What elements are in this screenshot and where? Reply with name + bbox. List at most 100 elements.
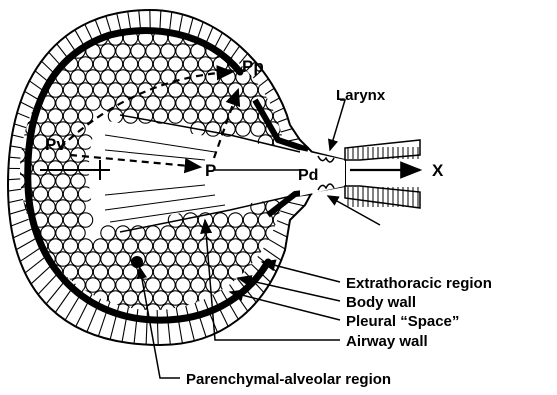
alveolus-circle: [146, 278, 160, 292]
alveolus-circle: [26, 44, 40, 58]
alveolus-circle: [123, 83, 137, 97]
alveolus-circle: [243, 31, 257, 45]
alveolus-circle: [41, 174, 55, 188]
label-pv: Pv: [45, 135, 66, 154]
alveolus-circle: [101, 70, 115, 84]
alveolus-circle: [11, 18, 25, 32]
label-larynx: Larynx: [336, 87, 386, 104]
alveolus-circle: [146, 252, 160, 266]
alveolus-circle: [228, 239, 242, 253]
alveolus-circle: [11, 70, 25, 84]
alveolus-circle: [206, 278, 220, 292]
alveolus-circle: [288, 317, 302, 331]
alveolus-circle: [236, 18, 250, 32]
alveolus-circle: [288, 57, 302, 71]
alveolus-circle: [243, 317, 257, 331]
alveolus-circle: [56, 252, 70, 266]
alveolus-circle: [48, 239, 62, 253]
alveolus-circle: [101, 278, 115, 292]
alveolus-circle: [48, 317, 62, 331]
alveolus-circle: [11, 44, 25, 58]
alveolus-circle: [78, 265, 92, 279]
label-p: P: [205, 161, 216, 180]
alveolus-circle: [123, 239, 137, 253]
alveolus-circle: [288, 83, 302, 97]
alveolus-circle: [198, 239, 212, 253]
label-pleural-space: Pleural “Space”: [346, 313, 459, 330]
alveolus-circle: [56, 18, 70, 32]
alveolus-circle: [48, 161, 62, 175]
alveolus-circle: [228, 213, 242, 227]
alveolus-dot: [131, 256, 143, 268]
alveolus-circle: [168, 83, 182, 97]
alveolus-circle: [281, 330, 295, 344]
alveolus-circle: [108, 57, 122, 71]
label-pd: Pd: [298, 167, 318, 184]
label-body-wall: Body wall: [346, 294, 416, 311]
alveolus-circle: [116, 278, 130, 292]
alveolus-circle: [86, 96, 100, 110]
label-parenchymal: Parenchymal-alveolar region: [186, 371, 391, 388]
alveolus-circle: [213, 83, 227, 97]
alveolus-circle: [288, 291, 302, 305]
alveolus-circle: [206, 226, 220, 240]
alveolus-circle: [168, 109, 182, 123]
alveolus-circle: [168, 265, 182, 279]
alveolus-circle: [63, 83, 77, 97]
larynx-leader: [330, 100, 345, 150]
alveolus-circle: [176, 252, 190, 266]
alveolus-circle: [236, 122, 250, 136]
alveolus-circle: [78, 213, 92, 227]
alveolus-circle: [183, 239, 197, 253]
alveolus-circle: [251, 226, 265, 240]
alveolus-circle: [138, 239, 152, 253]
alveolus-circle: [18, 291, 32, 305]
alveolus-circle: [176, 278, 190, 292]
alveolus-circle: [161, 96, 175, 110]
alveolus-circle: [56, 96, 70, 110]
alveolus-circle: [41, 18, 55, 32]
alveolus-circle: [251, 330, 265, 344]
alveolus-circle: [198, 57, 212, 71]
alveolus-circle: [213, 265, 227, 279]
alveolus-circle: [93, 239, 107, 253]
alveolus-circle: [56, 226, 70, 240]
alveolus-circle: [258, 31, 272, 45]
label-airway-wall: Airway wall: [346, 333, 428, 350]
alveolus-circle: [281, 44, 295, 58]
alveolus-circle: [191, 278, 205, 292]
alveolus-circle: [258, 317, 272, 331]
alveolus-circle: [251, 18, 265, 32]
alveolus-circle: [146, 70, 160, 84]
alveolus-circle: [71, 174, 85, 188]
alveolus-circle: [108, 83, 122, 97]
alveolus-circle: [26, 330, 40, 344]
alveolus-circle: [33, 317, 47, 331]
label-extrathoracic: Extrathoracic region: [346, 275, 492, 292]
alveolus-circle: [146, 44, 160, 58]
alveolus-circle: [183, 83, 197, 97]
alveolus-circle: [26, 304, 40, 318]
alveolus-circle: [183, 109, 197, 123]
alveolus-circle: [206, 70, 220, 84]
alveolus-circle: [213, 109, 227, 123]
alveolus-circle: [281, 70, 295, 84]
alveolus-circle: [101, 44, 115, 58]
alveolus-circle: [221, 226, 235, 240]
alveolus-circle: [63, 213, 77, 227]
alveolus-circle: [123, 57, 137, 71]
alveolus-circle: [131, 44, 145, 58]
alveolus-circle: [146, 226, 160, 240]
alveolus-circle: [236, 226, 250, 240]
alveolus-circle: [198, 265, 212, 279]
alveolus-circle: [198, 83, 212, 97]
alveolus-circle: [71, 330, 85, 344]
alveolus-circle: [63, 161, 77, 175]
alveolus-circle: [108, 265, 122, 279]
alveolus-circle: [108, 239, 122, 253]
alveolus-circle: [116, 252, 130, 266]
alveolus-circle: [243, 83, 257, 97]
alveolus-circle: [101, 226, 115, 240]
alveolus-circle: [33, 31, 47, 45]
alveolus-circle: [153, 57, 167, 71]
